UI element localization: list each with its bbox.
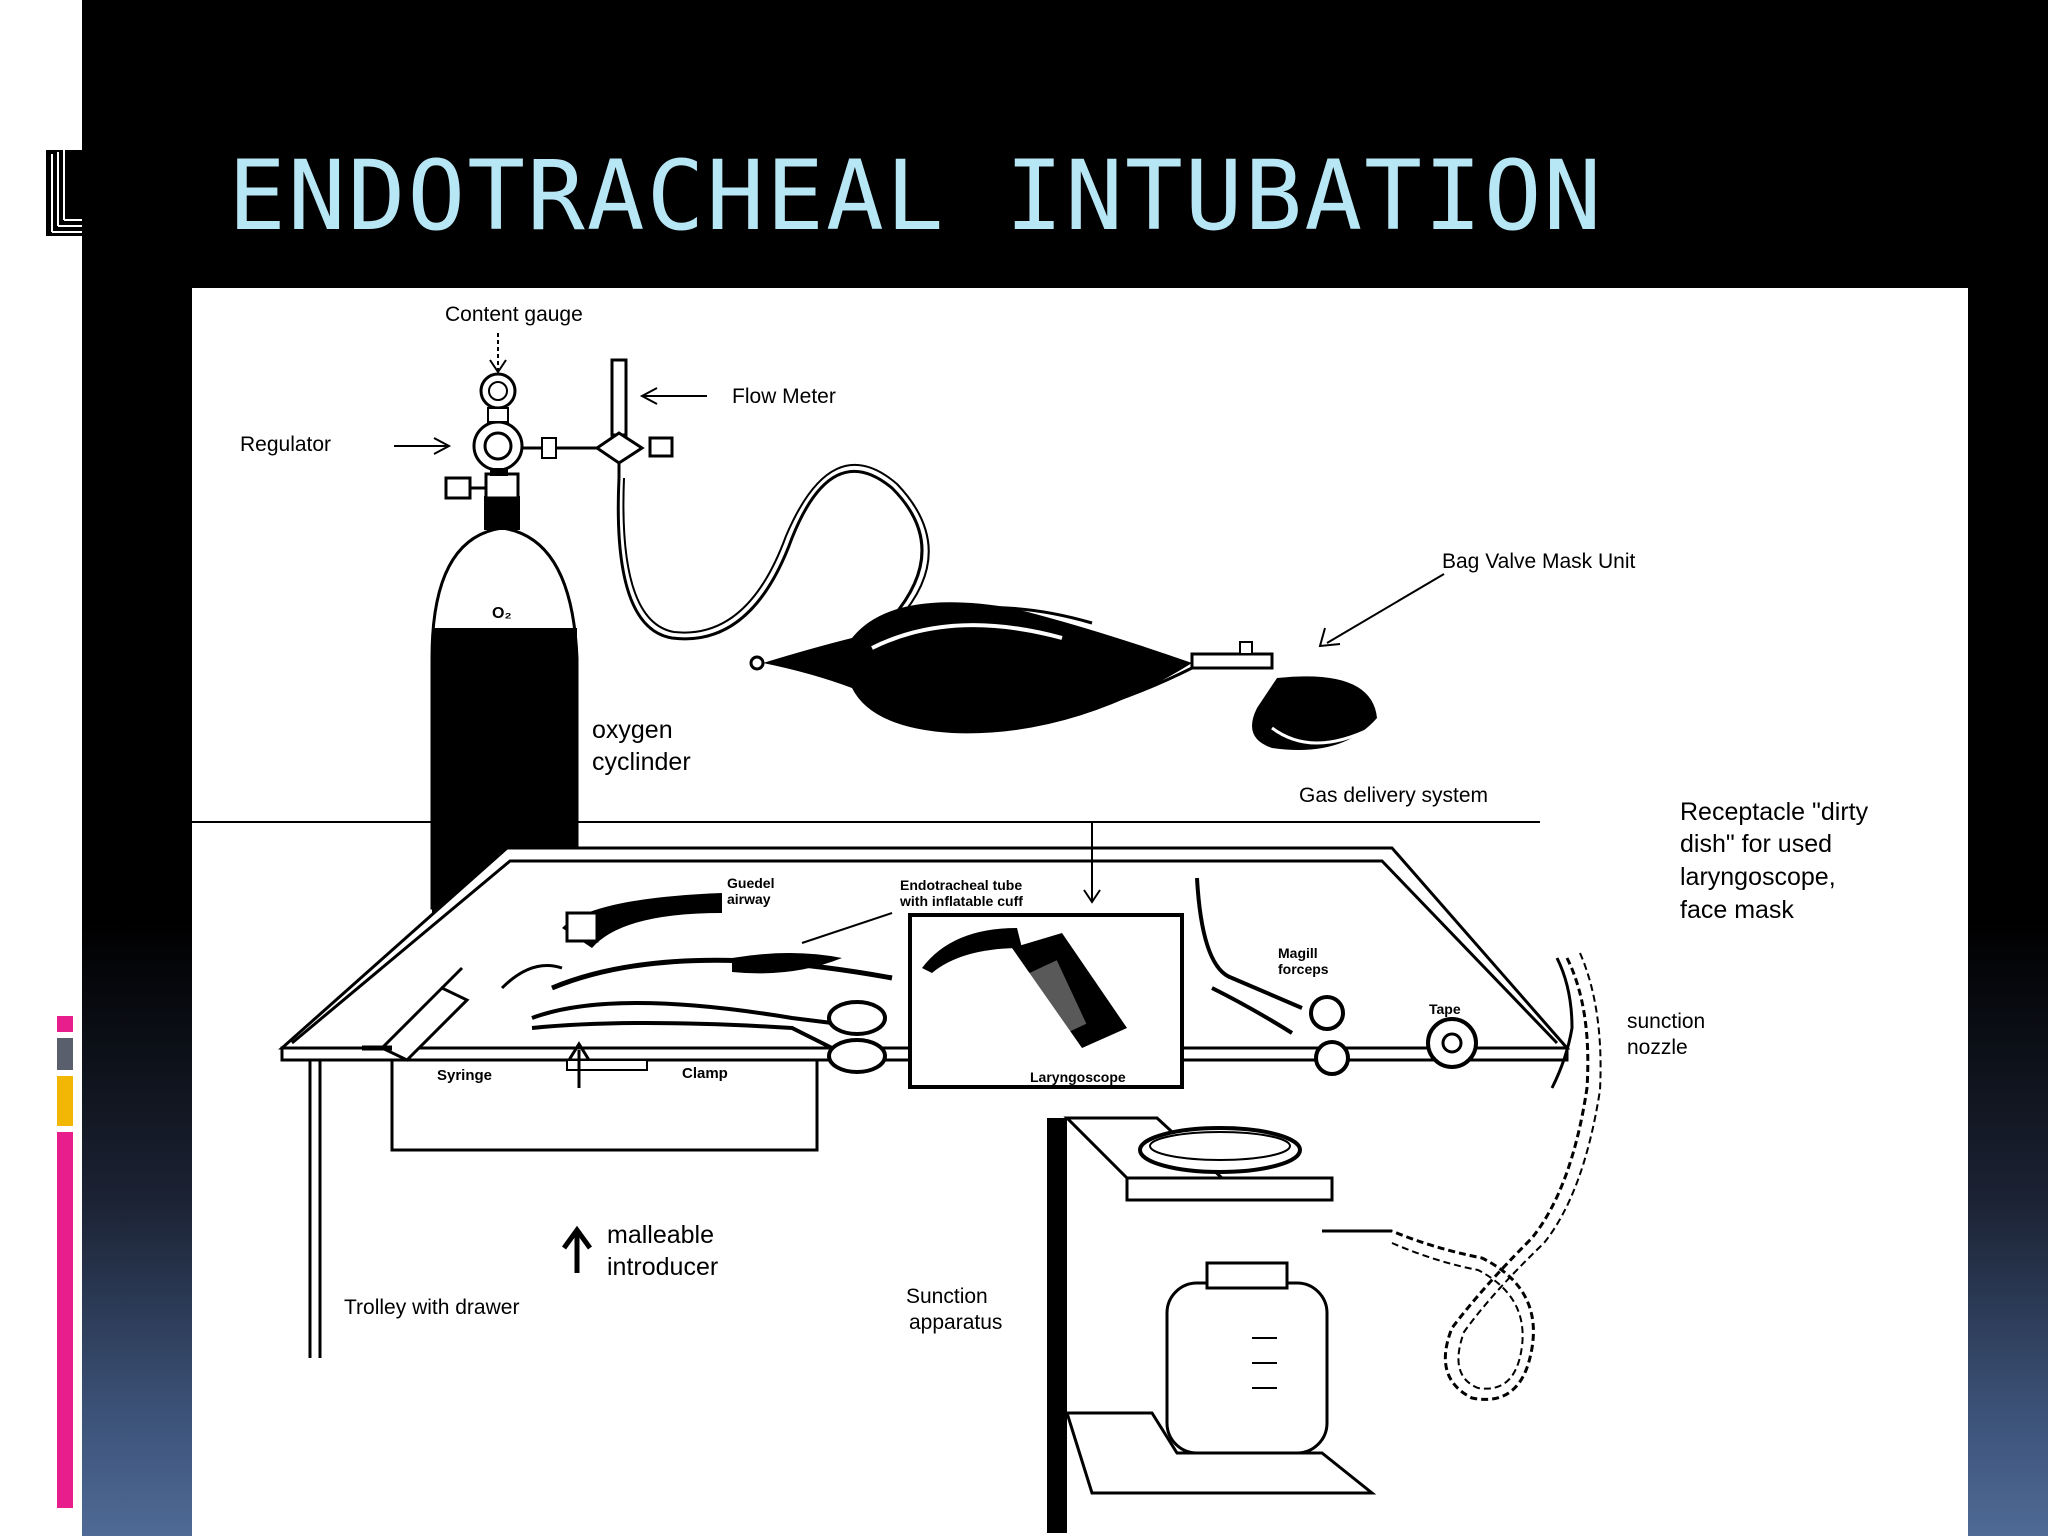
label-bag-valve-mask: Bag Valve Mask Unit: [1442, 550, 1636, 573]
document-stack-icon: [46, 150, 82, 236]
flow-meter: [594, 358, 674, 478]
label-receptacle-4: face mask: [1680, 896, 1794, 924]
label-oxygen-1: oxygen: [592, 716, 673, 744]
label-malleable-1: malleable: [607, 1221, 714, 1249]
label-malleable-2: introducer: [607, 1253, 718, 1281]
label-clamp: Clamp: [682, 1065, 728, 1082]
label-regulator: Regulator: [240, 433, 331, 456]
label-magill-2: forceps: [1278, 961, 1329, 977]
label-trolley: Trolley with drawer: [344, 1296, 519, 1319]
label-laryngoscope: Laryngoscope: [1030, 1069, 1126, 1085]
deco-bar-gray: [57, 1038, 73, 1070]
suction-apparatus: [1047, 1116, 1392, 1533]
label-suction-nozzle-1: sunction: [1627, 1010, 1705, 1033]
deco-bar-pink: [57, 1132, 73, 1508]
label-suction-apparatus-1: Sunction: [906, 1285, 988, 1308]
label-content-gauge: Content gauge: [445, 303, 583, 326]
deco-bar-orange: [57, 1076, 73, 1126]
label-guedel-2: airway: [727, 891, 771, 907]
suction-nozzle: [1391, 952, 1602, 1401]
label-endotracheal-1: Endotracheal tube: [900, 877, 1022, 893]
bag-valve-mask: [749, 602, 1377, 750]
regulator-assembly: [472, 372, 612, 476]
deco-bar-pink-top: [57, 1016, 73, 1032]
diagram-panel: O₂: [192, 288, 1968, 1536]
label-endotracheal-2: with inflatable cuff: [899, 893, 1023, 909]
label-suction-apparatus-2: apparatus: [909, 1311, 1002, 1334]
label-oxygen-2: cyclinder: [592, 748, 691, 776]
label-guedel-1: Guedel: [727, 875, 774, 891]
diagram-labels: Content gauge Flow Meter Regulator oxyge…: [240, 303, 1869, 1334]
label-receptacle-1: Receptacle "dirty: [1680, 798, 1869, 826]
instruments: [362, 877, 1478, 1088]
slide-title: ENDOTRACHEAL INTUBATION: [228, 140, 1604, 252]
label-syringe: Syringe: [437, 1067, 492, 1084]
label-receptacle-3: laryngoscope,: [1680, 863, 1836, 891]
oxygen-tubing: [616, 469, 924, 641]
label-flow-meter: Flow Meter: [732, 385, 836, 408]
label-gas-delivery: Gas delivery system: [1299, 784, 1488, 807]
label-magill-1: Magill: [1278, 945, 1318, 961]
oxygen-symbol: O₂: [492, 605, 512, 622]
label-suction-nozzle-2: nozzle: [1627, 1036, 1688, 1059]
label-tape: Tape: [1429, 1001, 1461, 1017]
label-receptacle-2: dish" for used: [1680, 830, 1832, 858]
annotation-arrows: [192, 333, 1540, 944]
trolley: [278, 846, 1571, 1358]
